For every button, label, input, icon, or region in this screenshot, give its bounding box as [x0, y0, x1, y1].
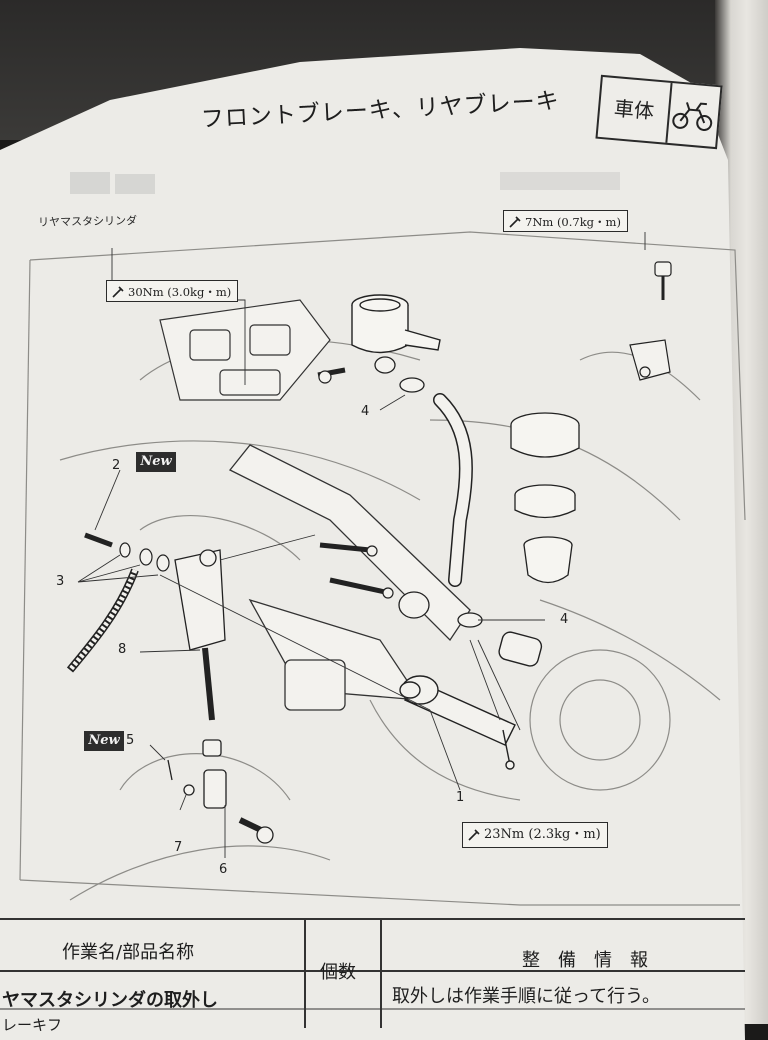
torque-value: 30Nm (3.0kg・m) [128, 285, 232, 299]
new-part-badge: New [84, 731, 124, 751]
callout-4: 4 [361, 404, 370, 419]
row-work-name: ヤマスタシリンダの取外し [2, 990, 218, 1011]
work-table: 作業名/部品名称 個数 整 備 情 報 ヤマスタシリンダの取外し 取外しは作業手… [0, 918, 760, 1034]
master-cylinder [399, 631, 543, 770]
table-rule [0, 1008, 745, 1010]
reservoir-cap-parts [510, 412, 580, 584]
row-work-name: レーキフ [2, 1016, 63, 1034]
bleed-through-header [70, 172, 620, 194]
torque-value: 7Nm (0.7kg・m) [525, 215, 621, 229]
callout-8: 8 [118, 642, 127, 657]
wrench-icon [508, 215, 522, 229]
reservoir [351, 294, 441, 354]
wrench-icon [467, 828, 481, 842]
washers [84, 532, 170, 572]
bracket [174, 549, 226, 651]
callout-5: 5 [126, 733, 135, 748]
row-info: 取外しは作業手順に従って行う。 [392, 986, 661, 1007]
motorcycle-icon [672, 102, 713, 131]
torque-value: 23Nm (2.3kg・m) [484, 827, 601, 842]
o-ring [398, 591, 430, 619]
table-rule [0, 918, 745, 920]
table-rule [0, 970, 745, 972]
mounting-bolts [317, 367, 394, 599]
callout-7: 7 [174, 840, 183, 855]
brake-rod [167, 647, 274, 844]
section-box: 車体 [595, 74, 723, 150]
callout-2: 2 [112, 458, 121, 473]
table-divider [304, 918, 306, 1028]
callout-3: 3 [56, 574, 65, 589]
torque-spec-23nm: 23Nm (2.3kg・m) [462, 822, 608, 848]
column-header-work: 作業名/部品名称 [62, 942, 195, 963]
callout-6: 6 [219, 862, 228, 877]
table-divider [380, 918, 382, 1028]
torque-spec-30nm: 30Nm (3.0kg・m) [106, 280, 239, 302]
bracket-bolt [629, 261, 672, 381]
callout-4: 4 [560, 612, 569, 627]
torque-spec-7nm: 7Nm (0.7kg・m) [503, 210, 628, 232]
leader-lines [77, 232, 646, 858]
column-header-info: 整 備 情 報 [522, 950, 648, 971]
wrench-icon [111, 285, 125, 299]
column-header-qty: 個数 [320, 962, 356, 983]
new-part-badge: New [136, 452, 176, 472]
hose-clamps [374, 356, 483, 628]
callout-1: 1 [456, 790, 465, 805]
